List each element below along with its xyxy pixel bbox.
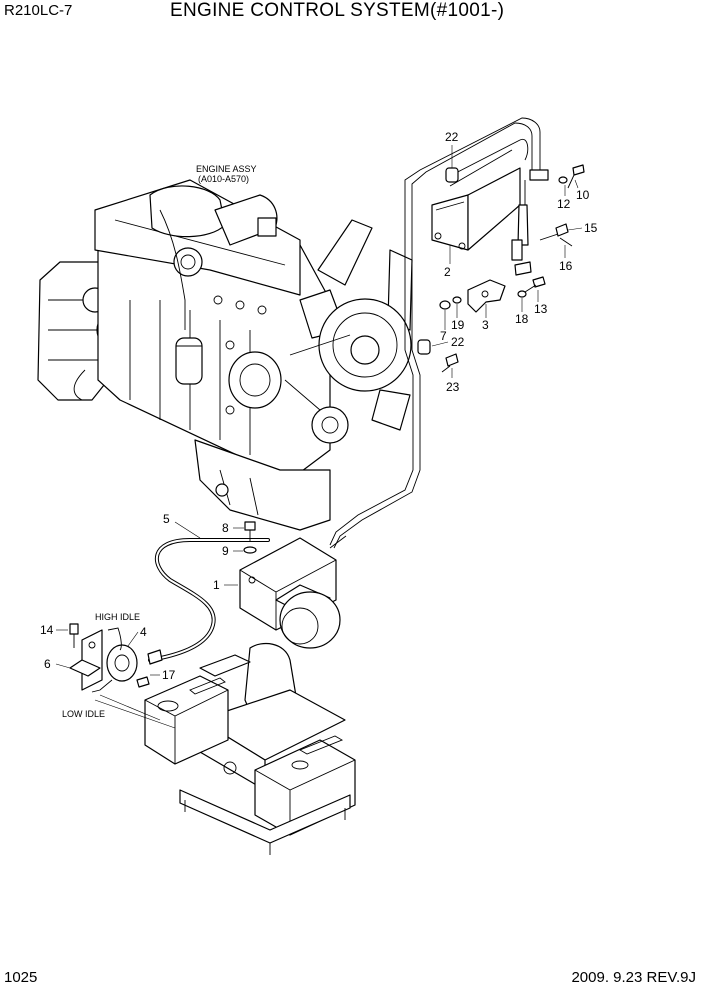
hardware-parts xyxy=(243,164,585,554)
operator-seat-console xyxy=(144,642,356,855)
callout-numbers: 22 10 12 15 16 2 13 18 3 19 7 22 23 5 8 … xyxy=(40,130,598,682)
callout-3: 3 xyxy=(482,318,489,332)
low-idle-label: LOW IDLE xyxy=(62,709,105,719)
callout-5: 5 xyxy=(163,512,170,526)
accelerator-dial-assembly xyxy=(69,623,163,693)
callout-12: 12 xyxy=(557,197,571,211)
bracket-part-2 xyxy=(431,167,521,251)
page-title: ENGINE CONTROL SYSTEM(#1001-) xyxy=(170,0,505,21)
callout-6: 6 xyxy=(44,657,51,671)
leader-lines xyxy=(55,145,583,729)
callout-7: 7 xyxy=(440,329,447,343)
callout-4: 4 xyxy=(140,625,147,639)
callout-8: 8 xyxy=(222,521,229,535)
revision-date: 2009. 9.23 REV.9J xyxy=(571,969,696,986)
engine-assy-label: ENGINE ASSY xyxy=(196,164,257,174)
callout-10: 10 xyxy=(576,188,590,202)
cable-routing xyxy=(148,117,541,662)
engine-assembly xyxy=(37,179,413,531)
model-label: R210LC-7 xyxy=(4,2,73,19)
callout-22-lower: 22 xyxy=(451,335,465,349)
callout-17: 17 xyxy=(162,668,176,682)
governor-motor-part-1 xyxy=(239,535,347,649)
callout-22-upper: 22 xyxy=(445,130,459,144)
callout-23: 23 xyxy=(446,380,460,394)
control-rod-assembly xyxy=(511,169,549,276)
lever-part-3 xyxy=(467,279,506,313)
high-idle-label: HIGH IDLE xyxy=(95,612,140,622)
callout-15: 15 xyxy=(584,221,598,235)
callout-18: 18 xyxy=(515,312,529,326)
callout-16: 16 xyxy=(559,259,573,273)
callout-2: 2 xyxy=(444,265,451,279)
callout-19: 19 xyxy=(451,318,465,332)
page-number: 1025 xyxy=(4,969,38,986)
engine-assy-range-label: (A010-A570) xyxy=(198,174,249,184)
callout-14: 14 xyxy=(40,623,54,637)
callout-13: 13 xyxy=(534,302,548,316)
callout-9: 9 xyxy=(222,544,229,558)
callout-1: 1 xyxy=(213,578,220,592)
